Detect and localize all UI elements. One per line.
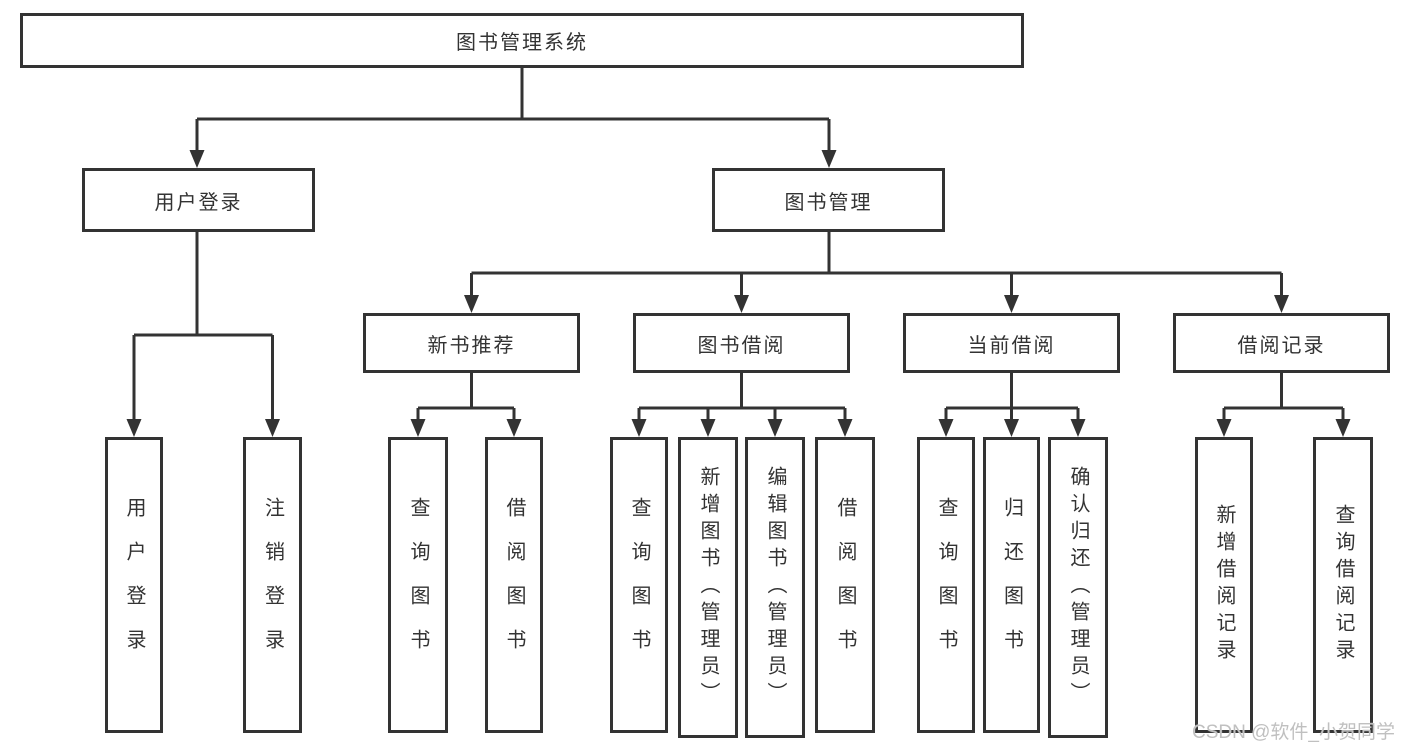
leaf-add-books-admin: 新增图书（管理员）: [678, 437, 738, 738]
connector-root-to-level2: [195, 68, 831, 151]
node-book-management-branch: 图书管理: [712, 168, 945, 232]
connector-group-bookborrow: [637, 373, 847, 420]
leaf-return-books-label: 归还图书: [1000, 497, 1023, 673]
leaf-confirm-return-admin-label: 确认归还（管理员）: [1067, 466, 1089, 709]
arrowheads-level2: [189, 150, 837, 168]
connector-user-subtree: [132, 232, 274, 420]
leaf-logout-label: 注销登录: [261, 497, 284, 673]
leaf-add-books-admin-label: 新增图书（管理员）: [697, 466, 719, 709]
leaf-query-books-3-label: 查询图书: [935, 497, 957, 673]
leaf-query-borrow-record-label: 查询借阅记录: [1332, 504, 1354, 666]
leaf-user-login-label: 用户登录: [123, 497, 145, 673]
leaf-edit-books-admin: 编辑图书（管理员）: [745, 437, 805, 738]
leaf-query-books-2-label: 查询图书: [628, 497, 650, 673]
node-root: 图书管理系统: [20, 13, 1024, 68]
leaf-add-borrow-record: 新增借阅记录: [1195, 437, 1253, 733]
leaf-query-books-1: 查询图书: [388, 437, 448, 733]
leaf-edit-books-admin-label: 编辑图书（管理员）: [764, 466, 786, 709]
arrowheads-borrowrecords: [1216, 419, 1351, 437]
node-borrow-records-label: 借阅记录: [1237, 334, 1326, 357]
node-book-borrow-label: 图书借阅: [697, 334, 786, 357]
node-current-borrow-label: 当前借阅: [967, 334, 1056, 357]
node-new-book-recommend-label: 新书推荐: [427, 334, 516, 357]
leaf-logout: 注销登录: [243, 437, 302, 733]
node-book-borrow: 图书借阅: [633, 313, 850, 373]
leaf-borrow-books-2: 借阅图书: [815, 437, 875, 733]
csdn-watermark: CSDN @软件_小贺同学: [1192, 722, 1395, 743]
node-current-borrow: 当前借阅: [903, 313, 1120, 373]
arrowheads-user-subtree: [126, 419, 280, 437]
connector-group-currentborrow: [944, 373, 1080, 420]
leaf-query-books-3: 查询图书: [917, 437, 975, 733]
arrowheads-groups: [464, 295, 1289, 313]
leaf-user-login: 用户登录: [105, 437, 163, 733]
connector-bookmgmt-to-groups: [470, 232, 1283, 296]
leaf-borrow-books-2-label: 借阅图书: [834, 497, 856, 673]
leaf-query-books-1-label: 查询图书: [407, 497, 429, 673]
node-borrow-records: 借阅记录: [1173, 313, 1390, 373]
connector-group-newbooks: [416, 373, 516, 420]
leaf-borrow-books-1-label: 借阅图书: [503, 497, 525, 673]
connector-group-borrowrecords: [1222, 373, 1345, 420]
leaf-borrow-books-1: 借阅图书: [485, 437, 543, 733]
node-user-login-label: 用户登录: [154, 191, 243, 214]
node-user-login-branch: 用户登录: [82, 168, 315, 232]
arrowheads-bookborrow: [631, 419, 853, 437]
leaf-add-borrow-record-label: 新增借阅记录: [1213, 504, 1235, 666]
arrowheads-currentborrow: [938, 419, 1086, 437]
leaf-confirm-return-admin: 确认归还（管理员）: [1048, 437, 1108, 738]
node-book-management-label: 图书管理: [784, 191, 873, 214]
node-new-book-recommend: 新书推荐: [363, 313, 580, 373]
leaf-query-borrow-record: 查询借阅记录: [1313, 437, 1373, 733]
leaf-return-books: 归还图书: [983, 437, 1040, 733]
leaf-query-books-2: 查询图书: [610, 437, 668, 733]
node-root-label: 图书管理系统: [456, 32, 588, 54]
arrowheads-newbooks: [410, 419, 522, 437]
